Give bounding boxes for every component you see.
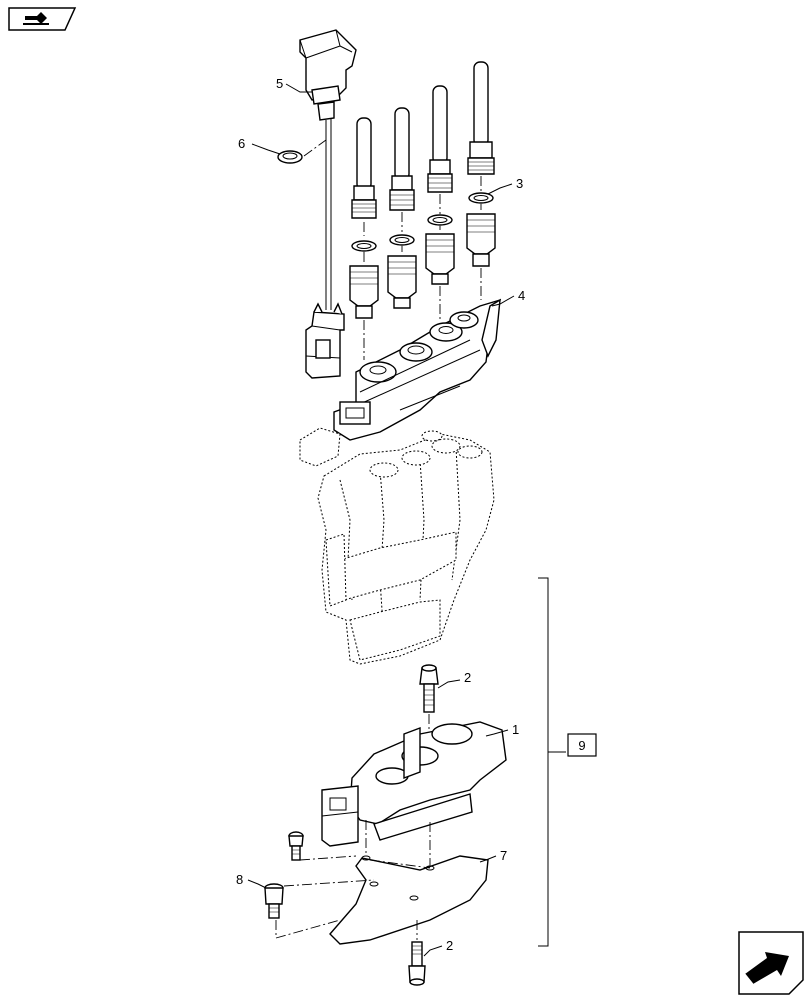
back-to-index-button[interactable] <box>7 6 77 32</box>
callout-9-box[interactable]: 9 <box>567 733 597 757</box>
part-8-screw[interactable] <box>264 879 375 939</box>
fitting-set-3[interactable] <box>425 85 455 320</box>
valve-body-phantom <box>299 427 495 665</box>
small-screw-upper[interactable] <box>288 831 357 861</box>
part-6-wire-clip[interactable] <box>277 139 327 164</box>
callout-3: 3 <box>516 176 523 191</box>
callout-5: 5 <box>276 76 283 91</box>
part-4-manifold-block[interactable] <box>333 298 502 441</box>
callout-7: 7 <box>500 848 507 863</box>
callout-1: 1 <box>512 722 519 737</box>
forward-arrow-icon <box>738 931 804 995</box>
callout-2-upper: 2 <box>464 670 471 685</box>
fitting-set-2[interactable] <box>387 107 417 309</box>
part-5-electrical-connector[interactable] <box>299 29 357 379</box>
callout-9: 9 <box>578 738 585 753</box>
fitting-set-1[interactable] <box>349 117 379 360</box>
part-2-cap-screw-lower[interactable] <box>408 920 426 986</box>
callout-4: 4 <box>518 288 525 303</box>
callout-6: 6 <box>238 136 245 151</box>
assembly-bracket-9 <box>538 577 566 947</box>
fitting-set-4[interactable] <box>466 61 496 300</box>
part-2-cap-screw-upper[interactable] <box>419 664 439 740</box>
part-1-cover[interactable] <box>321 721 507 847</box>
book-arrow-back-icon <box>8 7 77 31</box>
hydraulic-fittings-group <box>349 61 496 360</box>
callout-labels: 5 6 3 4 2 1 7 8 2 <box>236 76 525 953</box>
next-page-button[interactable] <box>737 930 805 996</box>
leader-lines <box>247 83 515 957</box>
callout-2-lower: 2 <box>446 938 453 953</box>
part-7-gasket-plate[interactable] <box>329 820 489 945</box>
callout-8: 8 <box>236 872 243 887</box>
